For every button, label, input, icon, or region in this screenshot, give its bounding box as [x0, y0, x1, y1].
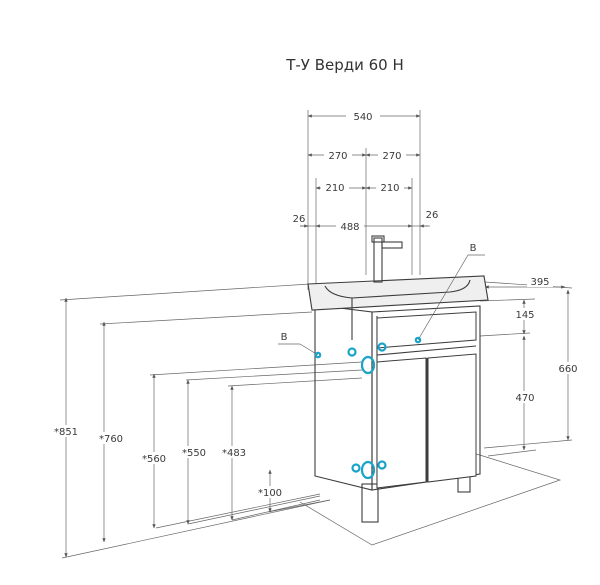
dim-height-483: *483 — [222, 448, 246, 459]
dim-height-100: *100 — [258, 488, 282, 499]
water-inlet-lower-right — [377, 460, 387, 470]
water-inlet-lower-left — [351, 463, 361, 473]
dim-half-right: 270 — [382, 151, 401, 162]
faucet-handle — [371, 235, 385, 243]
dim-height-550: *550 — [182, 448, 206, 459]
drawing-title: Т-У Верди 60 Н — [285, 56, 404, 74]
cabinet-door-right — [427, 353, 477, 483]
drain-outlet-lower — [360, 460, 376, 480]
fitting-point-left — [314, 351, 322, 359]
dim-height-760: *760 — [99, 434, 123, 445]
callout-b-left: В — [281, 332, 288, 343]
left-dimensions: *851 *760 *560 *550 *483 *100 — [52, 297, 282, 558]
dim-inner-left: 210 — [325, 183, 344, 194]
dim-inner-right: 210 — [380, 183, 399, 194]
dim-height-851: *851 — [54, 427, 78, 438]
faucet-body — [373, 237, 383, 283]
faucet-spout — [381, 241, 403, 249]
water-inlet-upper-left — [347, 347, 357, 357]
fitting-point-top — [414, 336, 422, 344]
cabinet-drawer — [376, 311, 477, 349]
cabinet-front — [371, 305, 481, 491]
basin-bowl — [324, 279, 471, 299]
basin-countertop — [307, 275, 489, 311]
pipe-fittings — [314, 336, 422, 480]
cabinet-door-left — [376, 357, 427, 489]
dim-lower-height: 470 — [515, 393, 534, 404]
dim-top-gap: 145 — [515, 310, 534, 321]
right-dimensions: 395 660 145 470 — [484, 276, 582, 451]
dim-offset-right: 26 — [426, 210, 439, 221]
dim-depth: 395 — [530, 277, 549, 288]
dim-offset-left: 26 — [293, 214, 306, 225]
cabinet-side — [314, 304, 373, 491]
top-dimensions: 540 270 270 210 210 26 488 26 — [293, 109, 439, 290]
drain-outlet-upper — [360, 355, 376, 375]
callout-b-top: В — [470, 243, 477, 254]
water-inlet-upper-right — [377, 342, 387, 352]
dim-width-total: 540 — [353, 112, 372, 123]
dim-half-left: 270 — [328, 151, 347, 162]
vanity-cabinet — [307, 235, 489, 523]
dim-height-560: *560 — [142, 454, 166, 465]
dim-cabinet-height: 660 — [558, 364, 577, 375]
front-left-leg — [361, 483, 379, 523]
connection-points: В В — [278, 243, 485, 480]
reference-lines — [59, 281, 573, 559]
dim-between: 488 — [340, 222, 359, 233]
